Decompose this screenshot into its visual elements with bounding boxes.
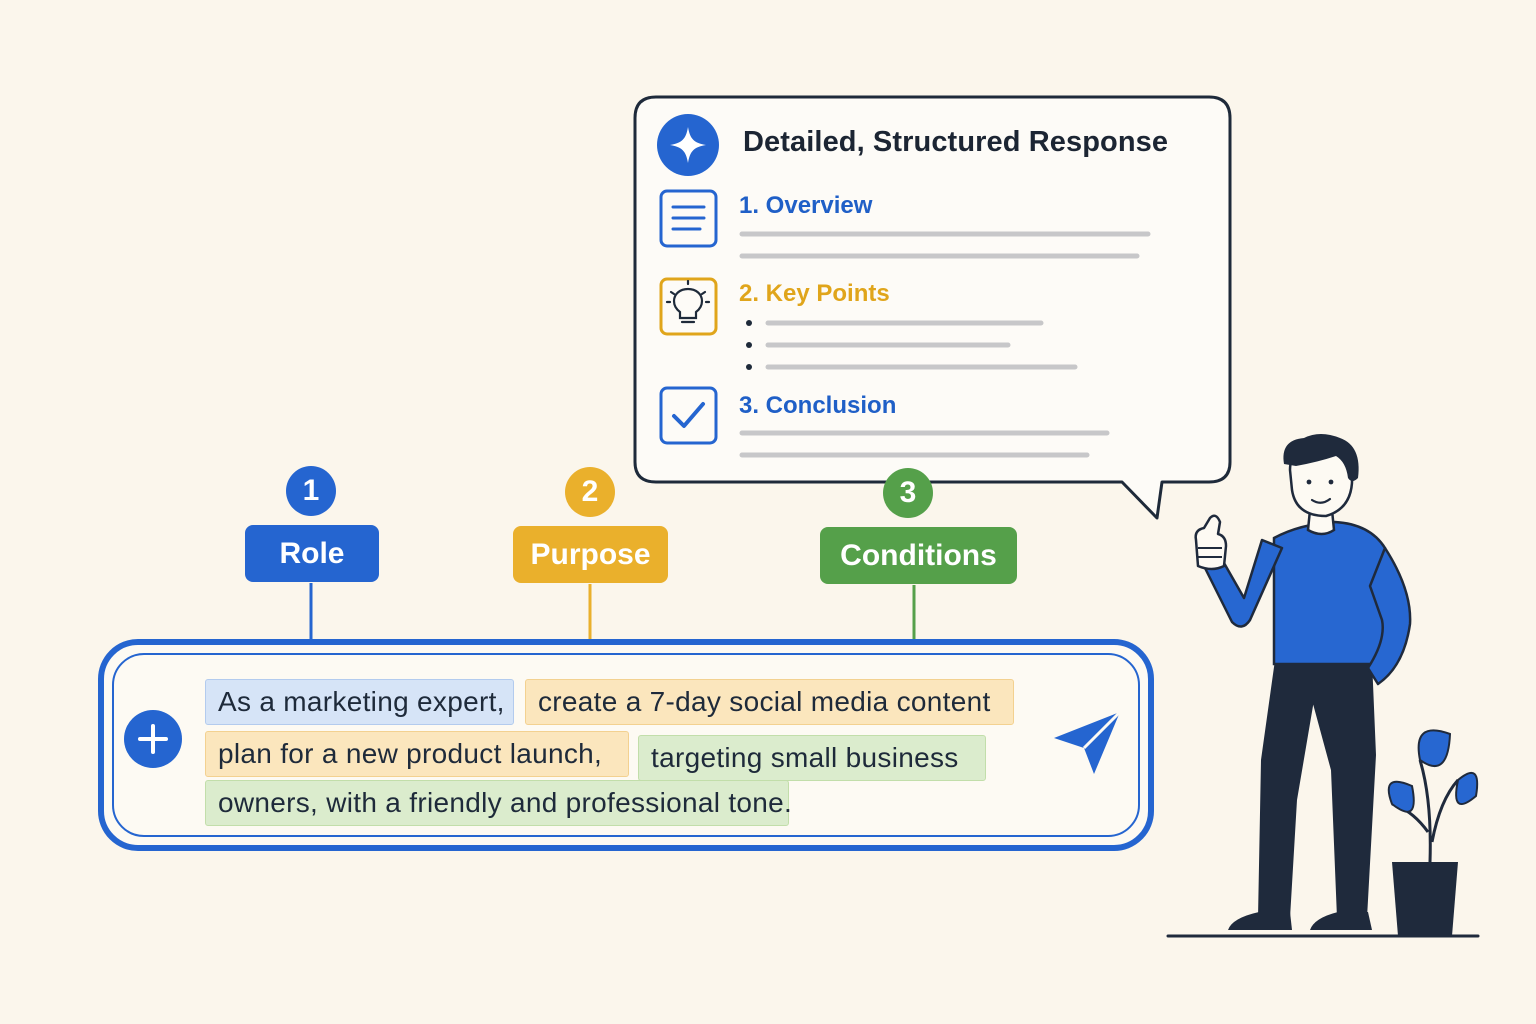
purpose-label: Purpose (513, 526, 668, 583)
key-points-placeholder-lines (765, 320, 1078, 370)
sparkle-icon (657, 114, 719, 176)
document-lines-icon (659, 189, 718, 248)
purpose-number-badge: 2 (565, 467, 615, 517)
conditions-number-badge: 3 (883, 468, 933, 518)
response-card (633, 95, 1232, 520)
prompt-segment-conditions-2: owners, with a friendly and professional… (205, 780, 792, 826)
potted-plant-illustration (1387, 729, 1479, 936)
role-label: Role (245, 525, 379, 582)
overview-placeholder-lines (739, 231, 1151, 259)
section-overview-heading: 1. Overview (739, 192, 873, 219)
plus-icon (138, 724, 168, 754)
checkbox-checked-icon (659, 386, 718, 445)
prompt-segment-purpose-1: create a 7-day social media content (525, 679, 1014, 725)
send-button[interactable] (1050, 706, 1124, 778)
send-paper-plane-icon (1054, 710, 1122, 774)
key-points-bullets (746, 320, 752, 370)
prompt-input-inner-border (112, 653, 1140, 837)
prompt-segment-role: As a marketing expert, (205, 679, 514, 725)
role-number-badge: 1 (286, 466, 336, 516)
conditions-label: Conditions (820, 527, 1017, 584)
conclusion-placeholder-lines (739, 430, 1110, 458)
response-title: Detailed, Structured Response (743, 126, 1169, 158)
person-thumbs-up-illustration (1194, 434, 1412, 930)
add-button[interactable] (124, 710, 182, 768)
section-conclusion-heading: 3. Conclusion (739, 392, 897, 419)
lightbulb-icon (659, 277, 718, 336)
prompt-segment-purpose-2: plan for a new product launch, (205, 731, 629, 777)
section-key-points-heading: 2. Key Points (739, 280, 890, 307)
lightbulb-glyph (665, 279, 711, 324)
prompt-segment-conditions-1: targeting small business (638, 735, 986, 781)
